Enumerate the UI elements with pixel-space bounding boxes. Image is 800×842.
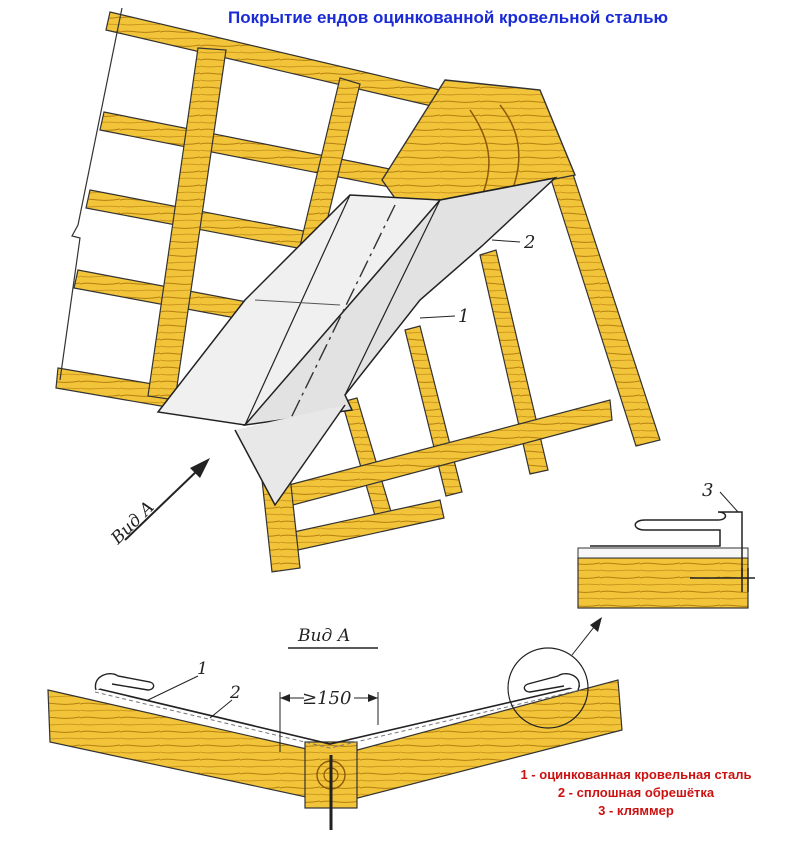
clamp [590, 511, 743, 578]
clamp-left [94, 672, 155, 691]
legend-item-1: 1 - оцинкованная кровельная сталь [520, 767, 752, 782]
detail-board [577, 557, 749, 609]
legend: 1 - оцинкованная кровельная сталь 2 - сп… [476, 766, 796, 820]
steel-sheet [94, 685, 581, 745]
view-a-arrow [124, 458, 210, 541]
batten [99, 111, 421, 194]
label-2-top: 2 [523, 232, 535, 253]
roof-framing-left [55, 7, 441, 413]
left-board [47, 689, 321, 801]
dimension-label: ≥150 [302, 688, 351, 709]
section-view [47, 617, 623, 830]
label-3: 3 [702, 480, 713, 501]
section-title: Вид А [297, 626, 351, 646]
legend-item-3: 3 - кляммер [598, 803, 674, 818]
clamp-right [523, 672, 580, 693]
batten [279, 499, 445, 554]
detail-callout-circle [507, 647, 589, 729]
label-1-top: 1 [458, 306, 469, 327]
label-2-section: 2 [229, 683, 241, 703]
leaders-top [419, 239, 521, 319]
view-a-arrow-label: Вид А [107, 497, 159, 549]
page-title: Покрытие ендов оцинкованной кровельной с… [228, 8, 669, 27]
galvanized-steel-valley [156, 176, 558, 507]
break-line [59, 7, 123, 381]
label-1-section: 1 [197, 659, 208, 679]
rafter [341, 397, 393, 520]
clamp-detail [577, 491, 755, 609]
rafter [479, 249, 549, 475]
legend-item-2: 2 - сплошная обрешётка [557, 785, 715, 800]
